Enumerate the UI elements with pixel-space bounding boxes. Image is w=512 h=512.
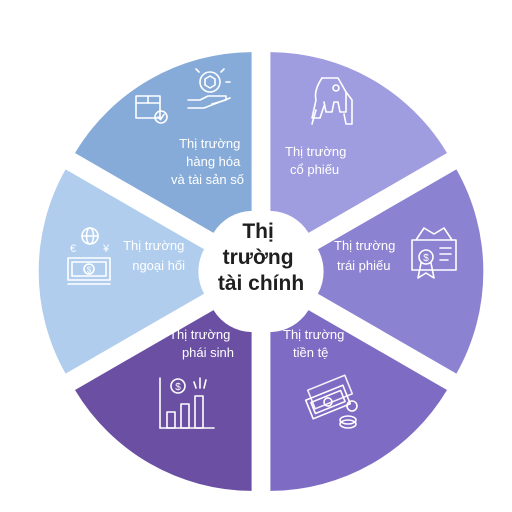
svg-text:€: € — [70, 243, 76, 255]
segment-forex: Thị trường ngoại hối € ¥ $ — [38, 169, 205, 374]
certificate-handshake-icon: $ — [411, 227, 457, 279]
segment-currency-shape — [270, 310, 447, 491]
segment-commodity-shape — [75, 52, 252, 233]
center-title: Thị trường tài chính — [218, 220, 304, 295]
bull-bear-icon — [311, 77, 353, 125]
hand-token-box-icon — [135, 68, 231, 124]
segment-commodity-label: Thị trường hàng hóa và tài sản số — [171, 136, 244, 187]
segment-commodity: Thị trường hàng hóa và tài sản số — [75, 52, 252, 233]
bar-chart-coin-icon: $ — [159, 377, 215, 429]
svg-text:$: $ — [175, 382, 181, 393]
svg-text:¥: ¥ — [102, 243, 110, 255]
segment-bond: Thị trường trái phiếu $ — [317, 169, 484, 374]
segment-stock: Thị trường cổ phiếu — [270, 52, 447, 233]
globe-exchange-icon: € ¥ $ — [67, 227, 111, 285]
segment-currency-label: Thị trường tiền tệ — [283, 327, 348, 360]
segment-bond-label: Thị trường trái phiếu — [334, 238, 399, 273]
money-coins-icon — [304, 374, 358, 429]
segment-bond-shape — [317, 169, 484, 374]
svg-text:$: $ — [87, 266, 92, 275]
segment-forex-label: Thị trường ngoại hối — [123, 238, 188, 273]
segment-stock-label: Thị trường cổ phiếu — [285, 144, 350, 177]
segment-forex-shape — [38, 169, 205, 374]
svg-text:$: $ — [423, 253, 429, 264]
segment-derivative: Thị trường phái sinh $ — [75, 310, 252, 491]
segment-derivative-label: Thị trường phái sinh — [169, 327, 234, 360]
segment-currency: Thị trường tiền tệ — [270, 310, 447, 491]
segment-derivative-shape — [75, 310, 252, 491]
segment-stock-shape — [270, 52, 447, 233]
